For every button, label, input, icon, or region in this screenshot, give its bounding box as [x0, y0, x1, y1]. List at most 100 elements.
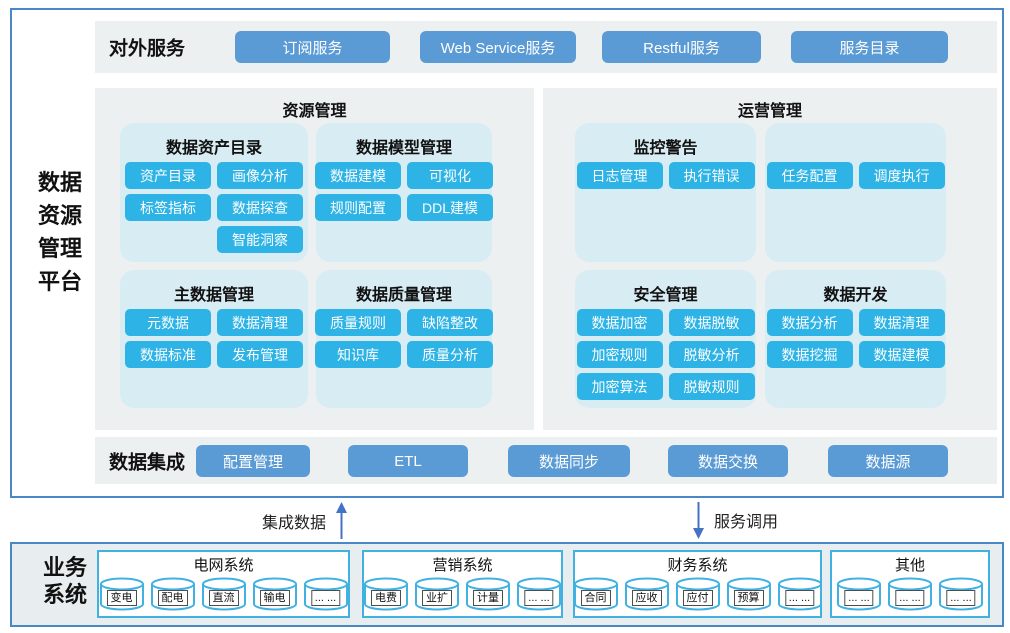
database-icon: 计量: [465, 577, 511, 612]
flow-service-call: 服务调用: [692, 501, 778, 539]
database-row: ... ... ... ... ... ...: [832, 577, 988, 612]
group-data-quality: 数据质量管理 质量规则 缺陷整改 知识库 质量分析: [315, 270, 493, 408]
module-chip: 数据加密: [576, 309, 663, 336]
database-icon: 电费: [363, 577, 409, 612]
group-task-chips: 任务配置 调度执行: [765, 162, 946, 189]
database-icon: 输电: [252, 577, 298, 612]
group-quality-chips: 质量规则 缺陷整改 知识库 质量分析: [315, 309, 493, 368]
system-title: 营销系统: [432, 557, 493, 574]
group-data-development: 数据开发 数据分析 数据清理 数据挖掘 数据建模: [765, 270, 946, 408]
module-chip: 调度执行: [858, 162, 945, 189]
database-label: ... ...: [784, 590, 815, 606]
database-label: 计量: [473, 590, 503, 606]
module-chip: 脱敏规则: [668, 373, 755, 400]
database-icon: ... ...: [836, 577, 882, 612]
database-label: ... ...: [310, 590, 341, 606]
module-chip: 标签指标: [125, 194, 211, 221]
system-box-marketing: 营销系统 电费 业扩 计量 ... ...: [362, 550, 563, 618]
business-title-line: 系统: [42, 582, 87, 607]
platform-title-line: 数据: [37, 170, 82, 195]
platform-frame: 数据 资源 管理 平台 对外服务 订阅服务 Web Service服务 Rest…: [10, 8, 1004, 498]
group-master-data: 主数据管理 元数据 数据清理 数据标准 发布管理: [120, 270, 308, 408]
etl-button: ETL: [348, 445, 468, 477]
module-chip: 任务配置: [766, 162, 853, 189]
module-chip: 数据建模: [858, 341, 945, 368]
group-security-management: 安全管理 数据加密 数据脱敏 加密规则 脱敏分析 加密算法 脱敏规则: [575, 270, 756, 408]
data-integration-row: 数据集成 配置管理 ETL 数据同步 数据交换 数据源: [95, 437, 997, 484]
database-label: 配电: [157, 590, 188, 606]
module-chip: 数据清理: [217, 309, 303, 336]
module-chip: 数据挖掘: [766, 341, 853, 368]
system-title: 财务系统: [667, 557, 728, 574]
database-icon: ... ...: [887, 577, 933, 612]
module-chip: 质量规则: [315, 309, 401, 336]
database-row: 变电 配电 直流 输电 ... ...: [99, 577, 348, 612]
group-master-title: 主数据管理: [173, 287, 254, 304]
database-icon: 应付: [675, 577, 721, 612]
resource-panel-title: 资源管理: [282, 103, 347, 120]
resource-management-panel: 资源管理 数据资产目录 资产目录 画像分析 标签指标 数据探查 智能洞察 数据模…: [95, 88, 534, 430]
module-chip: 缺陷整改: [407, 309, 493, 336]
module-chip: 数据建模: [315, 162, 401, 189]
group-task-title: [765, 134, 946, 160]
database-label: 应付: [682, 590, 713, 606]
module-chip: 元数据: [125, 309, 211, 336]
data-source-button: 数据源: [828, 445, 948, 477]
module-chip: 质量分析: [407, 341, 493, 368]
database-icon: 配电: [150, 577, 196, 612]
system-title: 电网系统: [193, 557, 254, 574]
module-chip: 数据脱敏: [668, 309, 755, 336]
operations-panel-title: 运营管理: [737, 103, 802, 120]
group-model-title: 数据模型管理: [355, 140, 452, 157]
database-row: 电费 业扩 计量 ... ...: [364, 577, 561, 612]
database-label: 变电: [106, 590, 137, 606]
module-chip: 执行错误: [668, 162, 755, 189]
database-icon: ... ...: [516, 577, 562, 612]
platform-title: 数据 资源 管理 平台: [26, 166, 94, 298]
group-security-chips: 数据加密 数据脱敏 加密规则 脱敏分析 加密算法 脱敏规则: [575, 309, 756, 400]
system-box-grid: 电网系统 变电 配电 直流 输电: [97, 550, 350, 618]
database-label: ... ...: [895, 590, 925, 606]
database-label: ... ...: [946, 590, 976, 606]
module-chip: 数据探查: [217, 194, 303, 221]
system-box-finance: 财务系统 合同 应收 应付 预算: [573, 550, 822, 618]
database-label: 合同: [580, 590, 611, 606]
database-label: 应收: [631, 590, 662, 606]
database-label: 预算: [733, 590, 764, 606]
module-chip: 加密算法: [576, 373, 663, 400]
group-asset-catalog-title: 数据资产目录: [165, 140, 262, 157]
module-chip: 可视化: [407, 162, 493, 189]
flow-up-label: 集成数据: [262, 515, 327, 532]
database-icon: 预算: [726, 577, 772, 612]
platform-title-line: 平台: [37, 269, 82, 294]
database-label: 业扩: [422, 590, 452, 606]
group-asset-catalog: 数据资产目录 资产目录 画像分析 标签指标 数据探查 智能洞察: [120, 123, 308, 262]
database-row: 合同 应收 应付 预算 ... ...: [573, 577, 822, 612]
data-sync-button: 数据同步: [508, 445, 630, 477]
group-model-management: 数据模型管理 数据建模 可视化 规则配置 DDL建模: [315, 123, 493, 262]
webservice-service-button: Web Service服务: [420, 31, 576, 63]
module-chip: 数据分析: [766, 309, 853, 336]
database-label: 输电: [259, 590, 290, 606]
group-monitor-alert: 监控警告 日志管理 执行错误: [575, 123, 756, 262]
group-monitor-title: 监控警告: [633, 140, 698, 157]
data-integration-label: 数据集成: [109, 452, 186, 473]
business-systems-frame: 业务 系统 电网系统 变电 配电 直流: [10, 542, 1004, 627]
database-icon: 业扩: [414, 577, 460, 612]
module-chip: DDL建模: [407, 194, 493, 221]
data-exchange-button: 数据交换: [668, 445, 788, 477]
module-chip: 数据清理: [858, 309, 945, 336]
group-asset-catalog-chips: 资产目录 画像分析 标签指标 数据探查 智能洞察: [120, 162, 308, 253]
database-icon: 变电: [99, 577, 145, 612]
business-title-line: 业务: [42, 555, 87, 580]
module-chip: 数据标准: [125, 341, 211, 368]
external-services-label: 对外服务: [109, 38, 186, 60]
system-title: 其他: [894, 557, 925, 574]
external-services-row: 对外服务 订阅服务 Web Service服务 Restful服务 服务目录: [95, 21, 997, 73]
database-icon: 应收: [624, 577, 670, 612]
module-chip: 画像分析: [217, 162, 303, 189]
restful-service-button: Restful服务: [602, 31, 761, 63]
operations-management-panel: 运营管理 监控警告 日志管理 执行错误 任务配置 调度执行 安全管理 数据加密: [543, 88, 997, 430]
module-chip: 知识库: [315, 341, 401, 368]
